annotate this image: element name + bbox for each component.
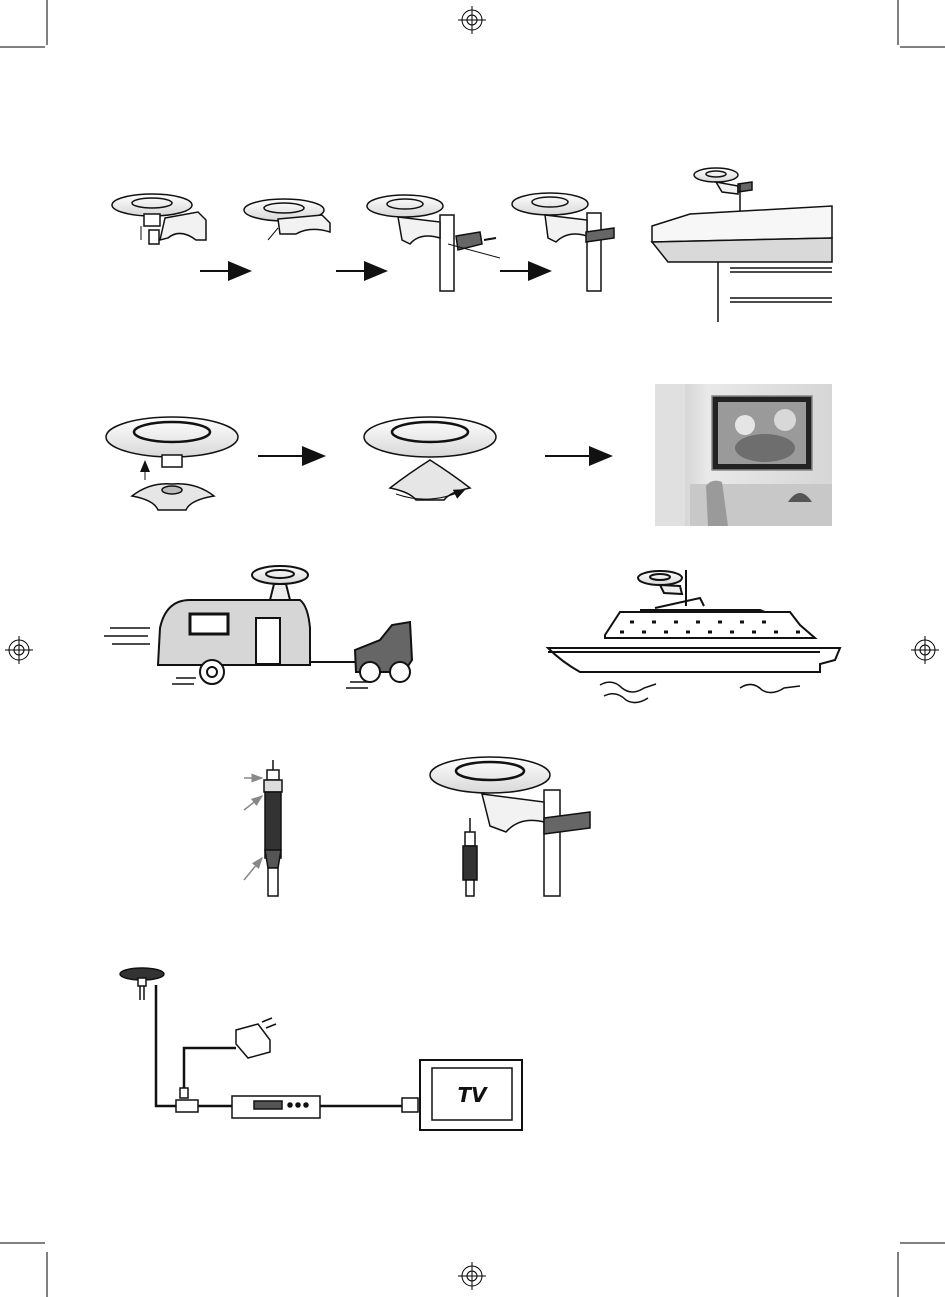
indoor-room-photo [655,384,832,526]
boat-scene [548,570,840,703]
step-1-antenna-and-bracket [112,194,206,244]
tv-label: TV [457,1083,488,1107]
caravan-antenna [252,566,308,600]
caravan-body [158,600,310,665]
receiver-box [232,1096,320,1118]
coax-connector-detail [244,757,590,896]
power-adapter [236,1018,276,1058]
outdoor-mounting-sequence [112,168,832,322]
registration-mark-left [5,636,33,664]
coax-cable-and-plug [244,760,282,896]
wiring-antenna [120,968,164,1000]
step-3-mast-clamp [367,195,500,291]
step-2-assembled-antenna [244,199,330,240]
caravan-window [190,614,228,634]
water-waves [600,682,800,702]
registration-mark-right [911,636,939,664]
antenna-cable [156,985,176,1106]
registration-mark-bottom [458,1262,486,1290]
antenna-with-plug [430,757,590,896]
step-5-roof-installation [652,168,832,322]
power-injector [176,1088,232,1112]
boat-cabin [605,612,815,638]
step-4-mounted-on-mast [512,193,614,291]
caravan-door [256,618,280,664]
indoor-step-2-assembled [364,417,496,500]
indoor-mounting-sequence [106,384,832,526]
power-cable [184,1048,236,1090]
caravan-scene [104,566,412,688]
indoor-step-1-antenna-and-base [106,417,238,510]
registration-mark-top [458,6,486,34]
wiring-diagram: TV [120,968,522,1130]
boat-antenna [638,570,686,606]
tv-set: TV [402,1060,522,1130]
